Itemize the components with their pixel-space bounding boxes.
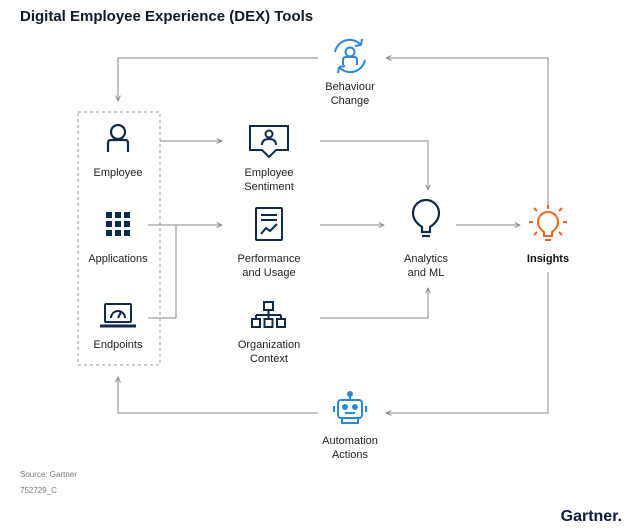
employee-sentiment-label: Employee Sentiment [244,166,294,194]
arrow-insights-to-behaviour [386,58,549,205]
organization-line-2: Context [250,353,288,365]
behaviour-line-2: Change [330,95,370,107]
endpoints-icon [100,303,136,328]
applications-icon [106,212,130,236]
source-note: Source: Gartner [20,470,77,479]
connectors [118,57,549,414]
performance-line-2: and Usage [242,267,296,279]
arrow-endpoints-to-performance [148,225,177,319]
employee-label: Employee [93,167,143,179]
gartner-logo: Gartner. [560,508,622,525]
organization-context-icon [251,301,286,328]
employee-sentiment-icon [249,125,289,159]
automation-line-2: Actions [331,449,369,461]
endpoints-label: Endpoints [93,339,143,351]
behaviour-change-icon [334,38,366,74]
arrow-organization-to-analytics [320,288,428,319]
arrow-sentiment-to-analytics [320,140,428,190]
performance-line-1: Performance [237,253,301,265]
diagram-title: Digital Employee Experience (DEX) Tools [20,8,314,25]
performance-usage-label: Performance and Usage [238,252,301,280]
automation-line-1: Automation [322,435,378,447]
performance-usage-icon [255,207,283,241]
brand-text: Gartner [560,508,618,525]
insights-label: Insights [526,253,570,265]
analytics-ml-icon [411,198,441,238]
arrow-automation-to-sources [118,377,318,414]
arrow-behaviour-to-sources [118,57,318,101]
sentiment-line-2: Sentiment [244,181,294,193]
organization-context-label: Organization Context [238,338,300,366]
sentiment-line-1: Employee [244,167,294,179]
employee-icon [106,123,130,152]
organization-line-1: Organization [237,339,301,351]
analytics-line-2: and ML [407,267,445,279]
analytics-ml-label: Analytics and ML [404,252,448,280]
figure-code: 752729_C [20,486,57,495]
applications-label: Applications [88,253,148,265]
behaviour-line-1: Behaviour [325,81,375,93]
insights-icon [529,205,567,241]
arrow-insights-to-automation [386,272,549,413]
behaviour-change-label: Behaviour Change [325,80,375,108]
analytics-line-1: Analytics [403,253,449,265]
automation-actions-icon [333,391,367,424]
automation-actions-label: Automation Actions [322,434,378,462]
